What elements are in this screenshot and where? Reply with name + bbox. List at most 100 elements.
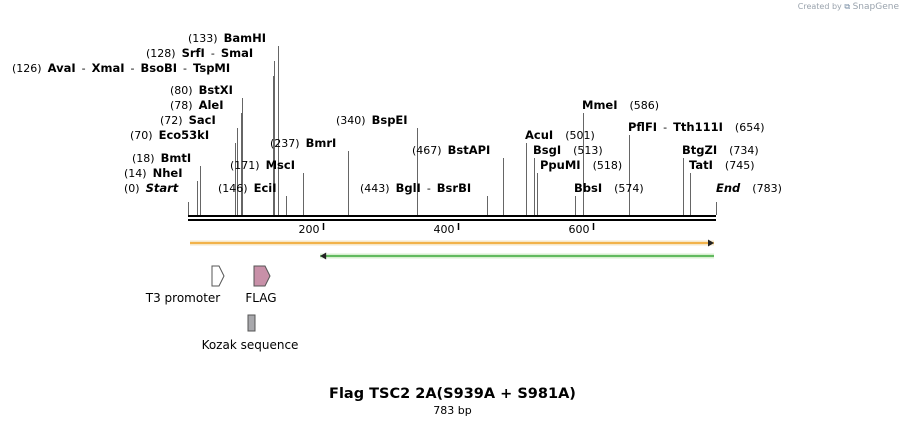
- site-label: (128) SrfI-SmaI: [146, 46, 253, 60]
- site-lines: [188, 46, 717, 215]
- site-position: (171): [230, 159, 260, 172]
- site-label: PpuMI (518): [540, 158, 622, 172]
- ruler-tick-label: 200: [299, 223, 320, 236]
- site-position: (72): [160, 114, 183, 127]
- site-label: BsgI (513): [533, 143, 603, 157]
- site-position: (513): [573, 144, 603, 157]
- site-name: Tth111I: [673, 120, 723, 134]
- site-separator: -: [427, 182, 431, 195]
- site-name: XmaI: [92, 61, 125, 75]
- site-name: NheI: [153, 166, 183, 180]
- site-name: AcuI: [525, 128, 553, 142]
- site-name: BstXI: [199, 83, 233, 97]
- site-label: MmeI(586): [582, 98, 659, 112]
- site-name: EciI: [254, 181, 277, 195]
- site-name: PflFI: [628, 120, 657, 134]
- site-label: (237) BmrI: [270, 136, 336, 150]
- site-separator: -: [663, 121, 667, 134]
- site-label: (72) SacI: [160, 113, 216, 127]
- site-name: SacI: [189, 113, 216, 127]
- site-position: (654): [735, 121, 765, 134]
- site-separator: -: [211, 47, 215, 60]
- map-length: 783 bp: [433, 404, 472, 417]
- snapgene-logo-icon: ⧉: [844, 2, 851, 11]
- orf-bars: [190, 239, 714, 260]
- orf-arrowhead-icon: [708, 239, 714, 247]
- site-label: (467) BstAPI: [412, 143, 490, 157]
- site-label: (78) AleI: [170, 98, 224, 112]
- site-position: (0): [124, 182, 140, 195]
- orf-arrowhead-icon: [320, 252, 327, 260]
- site-label: (80) BstXI: [170, 83, 233, 97]
- site-position: (501): [565, 129, 595, 142]
- snapgene-credit: Created by ⧉ SnapGene: [798, 2, 899, 12]
- site-name: SmaI: [221, 46, 253, 60]
- site-name: BmrI: [306, 136, 337, 150]
- site-label: (0) Start: [124, 181, 179, 195]
- site-name: MscI: [266, 158, 295, 172]
- site-name: BmtI: [161, 151, 192, 165]
- credit-brand: SnapGene: [852, 2, 899, 12]
- site-label: BtgZI(734): [682, 143, 759, 157]
- site-label: (340) BspEI: [336, 113, 408, 127]
- feature-box-icon: [247, 314, 256, 332]
- site-position: (14): [124, 167, 147, 180]
- site-name: BstAPI: [448, 143, 491, 157]
- site-name: TatI: [689, 158, 713, 172]
- site-label: (14) NheI: [124, 166, 182, 180]
- site-position: (340): [336, 114, 366, 127]
- site-position: (133): [188, 32, 218, 45]
- site-name: Eco53kI: [159, 128, 210, 142]
- site-position: (146): [218, 182, 248, 195]
- site-position: (745): [725, 159, 755, 172]
- site-position: (70): [130, 129, 153, 142]
- site-labels: (0) Start(14) NheI(18)BmtI (70) Eco53kI(72) S…: [12, 31, 782, 195]
- site-name: BsgI: [533, 143, 561, 157]
- site-position: (574): [614, 182, 644, 195]
- site-label: (133) BamHI: [188, 31, 266, 45]
- site-label: (126)AvaI-XmaI-BsoBI-TspMI: [12, 61, 230, 75]
- site-label: AcuI (501): [525, 128, 595, 142]
- feature-label: Kozak sequence: [202, 338, 299, 352]
- site-name: BbsI: [574, 181, 602, 195]
- feature-arrow-icon: [253, 265, 271, 287]
- site-position: (467): [412, 144, 442, 157]
- site-name: BsoBI: [140, 61, 177, 75]
- site-name: Start: [146, 181, 179, 195]
- site-name: MmeI: [582, 98, 618, 112]
- site-position: (78): [170, 99, 193, 112]
- site-name: BglI: [396, 181, 421, 195]
- site-name: SrfI: [182, 46, 205, 60]
- feature-label: T3 promoter: [145, 291, 221, 305]
- map-title: Flag TSC2 2A(S939A + S981A): [329, 386, 576, 402]
- site-name: BspEI: [372, 113, 408, 127]
- site-separator: -: [183, 62, 187, 75]
- ruler-tick-label: 400: [434, 223, 455, 236]
- site-label: (443)BglI-BsrBI: [360, 181, 471, 195]
- site-label: (171) MscI: [230, 158, 295, 172]
- site-label: End (783): [716, 181, 782, 195]
- site-label: (18)BmtI: [132, 151, 191, 165]
- site-name: BtgZI: [682, 143, 717, 157]
- feature-arrow-icon: [211, 265, 225, 287]
- site-separator: -: [131, 62, 135, 75]
- site-name: AleI: [199, 98, 224, 112]
- site-name: PpuMI: [540, 158, 581, 172]
- site-position: (518): [593, 159, 623, 172]
- site-name: BsrBI: [437, 181, 471, 195]
- site-name: BamHI: [224, 31, 266, 45]
- features: T3 promoter FLAG Kozak sequence: [145, 265, 299, 352]
- site-label: TatI (745): [689, 158, 755, 172]
- site-position: (80): [170, 84, 193, 97]
- site-position: (783): [752, 182, 782, 195]
- site-name: TspMI: [193, 61, 230, 75]
- site-label: PflFI-Tth111I (654): [628, 120, 765, 134]
- site-label: (70) Eco53kI: [130, 128, 209, 142]
- feature-label: FLAG: [245, 291, 276, 305]
- site-position: (237): [270, 137, 300, 150]
- site-name: End: [716, 181, 741, 195]
- site-position: (128): [146, 47, 176, 60]
- site-position: (126): [12, 62, 42, 75]
